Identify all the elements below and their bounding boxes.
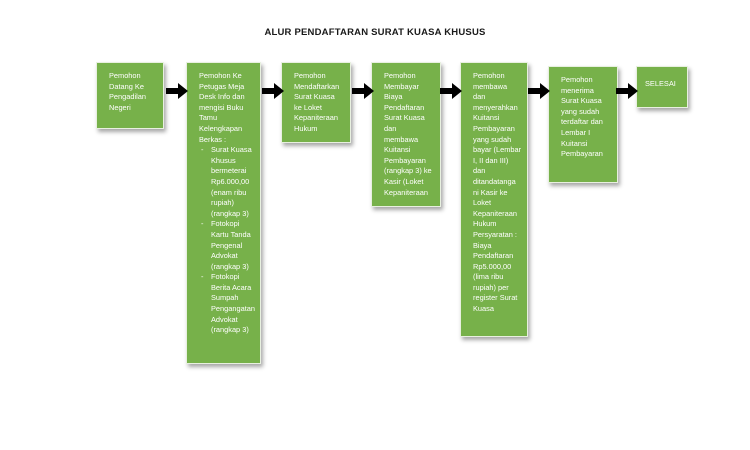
arrow-right-icon <box>440 83 462 99</box>
requirement-text-line: Advokat <box>211 251 238 261</box>
step-text-line: Kepaniteraan <box>473 208 517 218</box>
step-text-line: Kuitansi <box>473 113 500 123</box>
step-text-line: I, II dan III) <box>473 155 509 165</box>
step-text-line: Biaya <box>384 92 403 102</box>
requirement-text-line: Kartu Tanda <box>211 229 251 239</box>
step-text-line: Pembayaran <box>384 155 426 165</box>
step-text-line: menyerahkan <box>473 102 518 112</box>
step-text-line: yang sudah <box>473 134 512 144</box>
step-text-line: Pemohon <box>294 71 326 80</box>
step-text-line: terdaftar dan <box>561 117 603 127</box>
step-text-line: membawa <box>473 81 508 91</box>
step-text-line: Desk Info dan <box>199 92 245 102</box>
arrow-right-icon <box>352 83 374 99</box>
requirement-item: Surat KuasaKhususbermeteraiRp6.000,00(en… <box>199 145 254 219</box>
requirement-text-line: Khusus <box>211 155 236 165</box>
arrow-right-icon <box>166 83 188 99</box>
requirement-text-line: Fotokopi <box>211 219 240 229</box>
requirement-text-line: Surat Kuasa <box>211 145 252 155</box>
step-text-line: Kuitansi <box>384 145 411 155</box>
step-text-line: Pemohon <box>109 71 141 80</box>
step-text-line: Kuasa <box>473 304 494 314</box>
step-text-line: Pendaftaran <box>473 251 514 261</box>
step-text-line: Mendaftarkan <box>294 81 340 91</box>
requirement-text-line: Pengangatan <box>211 304 255 314</box>
requirement-text-line: rupiah) <box>211 198 235 208</box>
step-text-line: Tamu <box>199 113 218 123</box>
step-text-line: Kelengkapan <box>199 123 243 133</box>
step-text-line: membawa <box>384 134 419 144</box>
step-text-line: dan <box>384 123 397 133</box>
requirement-text-line: (rangkap 3) <box>211 325 249 335</box>
requirement-text-line: (rangkap 3) <box>211 208 249 218</box>
step-text-line: yang sudah <box>561 106 600 116</box>
step-text-line: dan <box>473 166 486 176</box>
step-text-line: (lima ribu <box>473 272 504 282</box>
requirement-text-line: Pengenal <box>211 240 243 250</box>
requirement-text-line: (enam ribu <box>211 187 247 197</box>
step-text-line: Kuitansi <box>561 138 588 148</box>
step-text-line: Pendaftaran <box>384 102 425 112</box>
step-text-line: Negeri <box>109 102 131 112</box>
step-text-line: Lembar I <box>561 127 591 137</box>
step-text-line: Hukum <box>294 123 318 133</box>
step-text-line: (rangkap 3) ke <box>384 166 432 176</box>
step-text-line: Surat Kuasa <box>384 113 425 123</box>
step-text-line: Membayar <box>384 81 419 91</box>
requirement-text-line: Fotokopi <box>211 272 240 282</box>
step-text-line: Kepaniteraan <box>294 113 338 123</box>
step-text-line: Persyaratan : <box>473 229 517 239</box>
step-text-line: ke Loket <box>294 102 322 112</box>
arrow-right-icon <box>262 83 284 99</box>
step-text-line: Surat Kuasa <box>561 96 602 106</box>
step-text-line: Biaya <box>473 240 492 250</box>
arrow-right-icon <box>616 83 638 99</box>
step-text-line: Loket <box>473 198 492 208</box>
step-text-line: dan <box>473 92 486 102</box>
step-text-line: Surat Kuasa <box>294 92 335 102</box>
requirement-text-line: Advokat <box>211 314 238 324</box>
step-text-line: Pemohon Ke <box>199 71 242 80</box>
step-text-line: Rp5.000,00 <box>473 261 512 271</box>
step-text-line: Pembayaran <box>561 149 603 159</box>
step-text-line: Petugas Meja <box>199 81 245 91</box>
step-text-line: Kasir (Loket <box>384 176 424 186</box>
arrow-right-icon <box>528 83 550 99</box>
requirement-text-line: Sumpah <box>211 293 239 303</box>
step-text-line: Pemohon <box>561 75 593 84</box>
requirements-list: Surat KuasaKhususbermeteraiRp6.000,00(en… <box>199 145 255 336</box>
step-text-line: mengisi Buku <box>199 102 244 112</box>
step-text-line: Pemohon <box>473 71 505 80</box>
requirement-text-line: (rangkap 3) <box>211 261 249 271</box>
step-text-line: bayar (Lembar <box>473 145 522 155</box>
step-text-line: Berkas : <box>199 134 227 144</box>
step-text-line: register Surat <box>473 293 518 303</box>
step-text-line: Kepaniteraan <box>384 187 428 197</box>
requirement-text-line: Berita Acara <box>211 282 252 292</box>
step-text-line: Hukum <box>473 219 497 229</box>
step-text-line: SELESAI <box>645 79 676 88</box>
requirement-text-line: Rp6.000,00 <box>211 176 250 186</box>
step-text-line: Pembayaran <box>473 123 515 133</box>
step-text-line: Pemohon <box>384 71 416 80</box>
step-text-line: menerima <box>561 85 594 95</box>
diagram-title: ALUR PENDAFTARAN SURAT KUASA KHUSUS <box>264 27 486 38</box>
step-text-line: rupiah) per <box>473 282 509 292</box>
step-text-line: Pengadilan <box>109 92 146 102</box>
step-7-box: SELESAI <box>636 66 688 108</box>
step-text-line: ni Kasir ke <box>473 187 508 197</box>
step-text-line: ditandatanga <box>473 176 516 186</box>
step-text-line: Datang Ke <box>109 81 144 91</box>
requirement-text-line: bermeterai <box>211 166 247 176</box>
